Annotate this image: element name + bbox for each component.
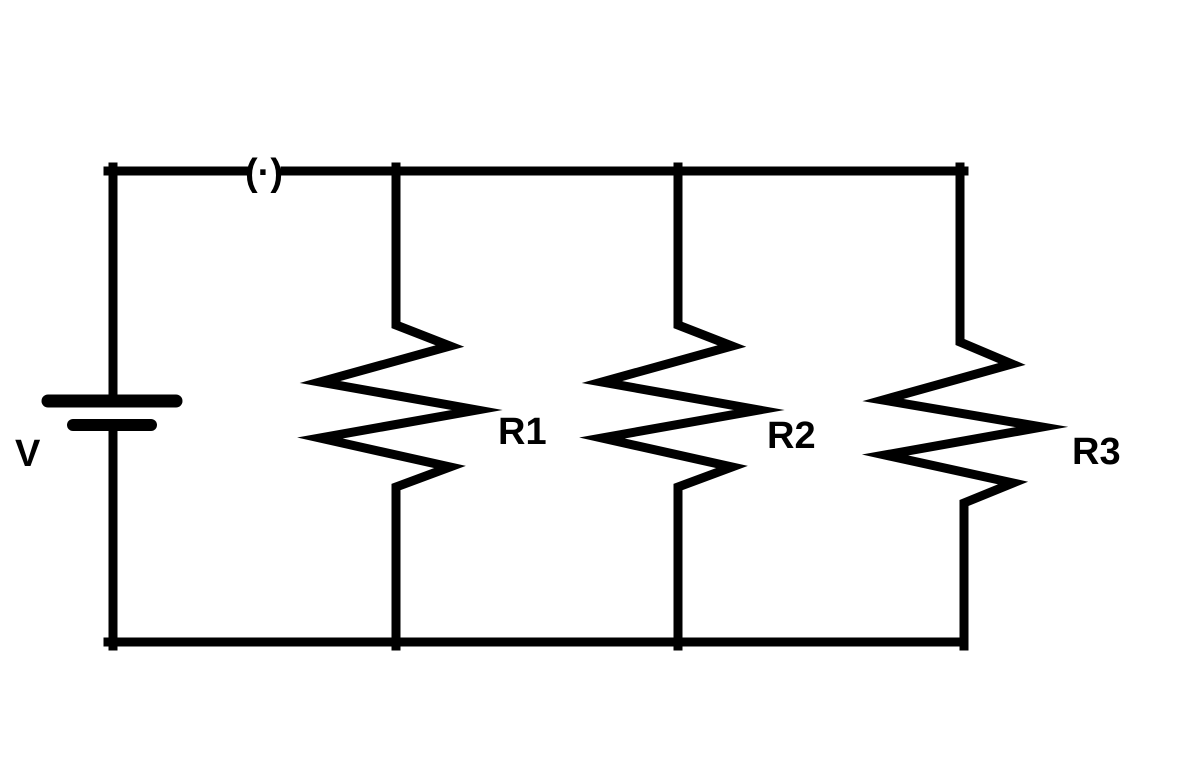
resistor-r1-symbol (297, 162, 503, 651)
resistor-r3-label: R3 (1072, 431, 1121, 473)
resistor-r1-label: R1 (498, 411, 547, 453)
junction-node-label: (·) (245, 152, 283, 194)
resistor-r3-symbol (861, 162, 1069, 651)
voltage-source-label: V (15, 433, 41, 475)
resistor-r2-label: R2 (767, 415, 816, 457)
resistor-r2-symbol (579, 162, 785, 651)
